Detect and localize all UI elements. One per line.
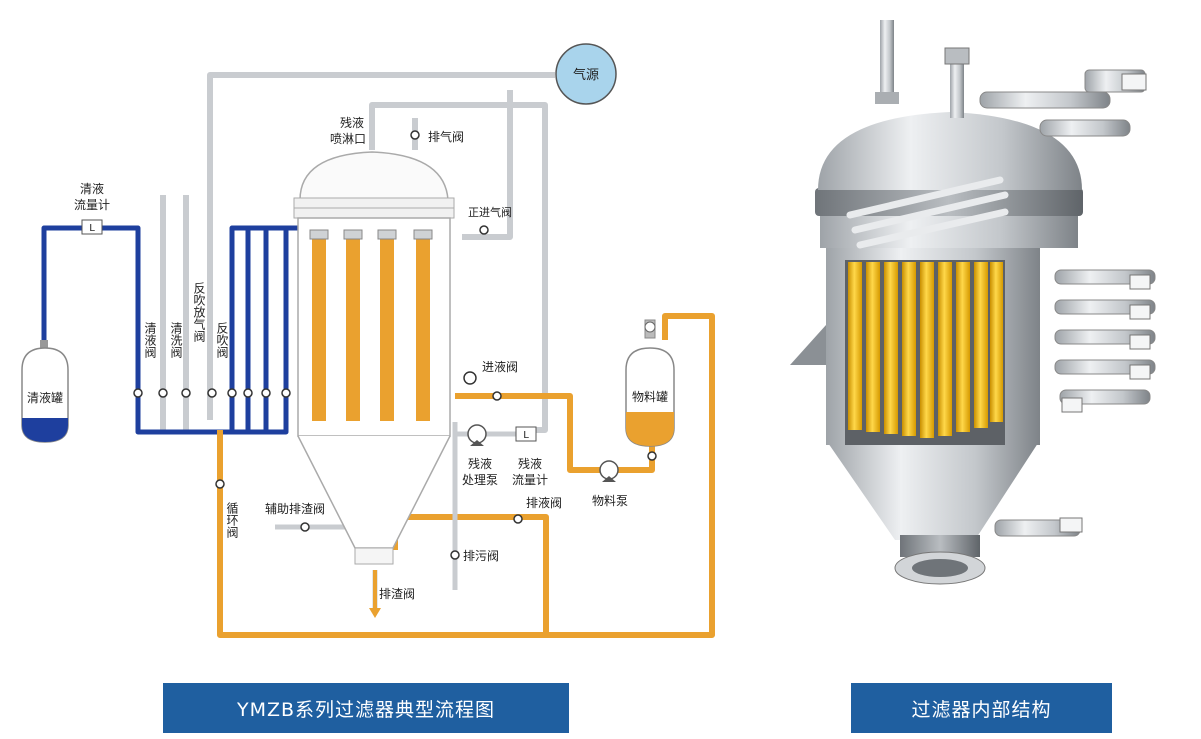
- slag-valve-label: 排渣阀: [379, 587, 415, 601]
- material-tank-label: 物料罐: [632, 390, 668, 404]
- material-tank: 物料罐: [625, 319, 675, 447]
- svg-text:L: L: [89, 223, 95, 234]
- filter-elements: [309, 229, 433, 421]
- flowmeters: L L: [81, 219, 537, 442]
- material-pump-label: 物料泵: [592, 494, 628, 508]
- inlet-valve-label: 进液阀: [482, 359, 518, 374]
- circulation-valve-label: 循环阀: [225, 502, 239, 539]
- vertical-labels: 清液阀 清洗阀 反吹放气阀 反吹阀 循环阀: [143, 282, 239, 539]
- aux-slag-valve-label: 辅助排渣阀: [265, 502, 325, 516]
- air-source-label: 气源: [573, 67, 599, 83]
- air-source: 气源: [555, 43, 617, 105]
- backblow-valve-label: 反吹阀: [215, 322, 229, 359]
- pumps: [467, 424, 619, 482]
- residual-spray-label-1: 残液: [340, 115, 364, 130]
- vent-valve-label: 排气阀: [428, 129, 464, 144]
- flow-diagram: 气源 清液罐 物料罐 L L: [21, 43, 715, 638]
- drain-valve-label: 排液阀: [526, 495, 562, 510]
- forward-air-valve-label: 正进气阀: [468, 205, 512, 219]
- residual-flowmeter-label-1: 残液: [518, 456, 542, 471]
- residual-spray-label-2: 喷淋口: [330, 132, 366, 146]
- backblow-air-valve-label: 反吹放气阀: [192, 282, 206, 343]
- clear-flowmeter-label-2: 流量计: [74, 198, 110, 212]
- sewage-valve-label: 排污阀: [463, 549, 499, 563]
- clear-valve-label: 清液阀: [143, 322, 157, 359]
- valves: [133, 130, 657, 560]
- wash-valve-label: 清洗阀: [169, 322, 183, 359]
- internal-structure-figure: [790, 20, 1156, 585]
- air-pipes: [160, 72, 555, 433]
- clear-tank: 清液罐: [21, 340, 69, 443]
- filter-tubes: [848, 262, 1003, 438]
- diagram-labels: 残液 喷淋口 排气阀 正进气阀 清液 流量计 进液阀 物料泵 残液 处理泵 残液…: [74, 115, 628, 601]
- residual-pump-label-2: 处理泵: [462, 473, 498, 487]
- residual-pump-label-1: 残液: [468, 456, 492, 471]
- clear-tank-label: 清液罐: [27, 390, 63, 405]
- spray-pipes: [846, 176, 1009, 249]
- residual-flowmeter-label-2: 流量计: [512, 473, 548, 487]
- clear-flowmeter-label-1: 清液: [80, 181, 104, 196]
- svg-text:L: L: [523, 430, 529, 441]
- internal-structure-caption: 过滤器内部结构: [851, 683, 1112, 733]
- valve-actuators: [1059, 73, 1151, 533]
- flow-diagram-caption: YMZB系列过滤器典型流程图: [163, 683, 569, 733]
